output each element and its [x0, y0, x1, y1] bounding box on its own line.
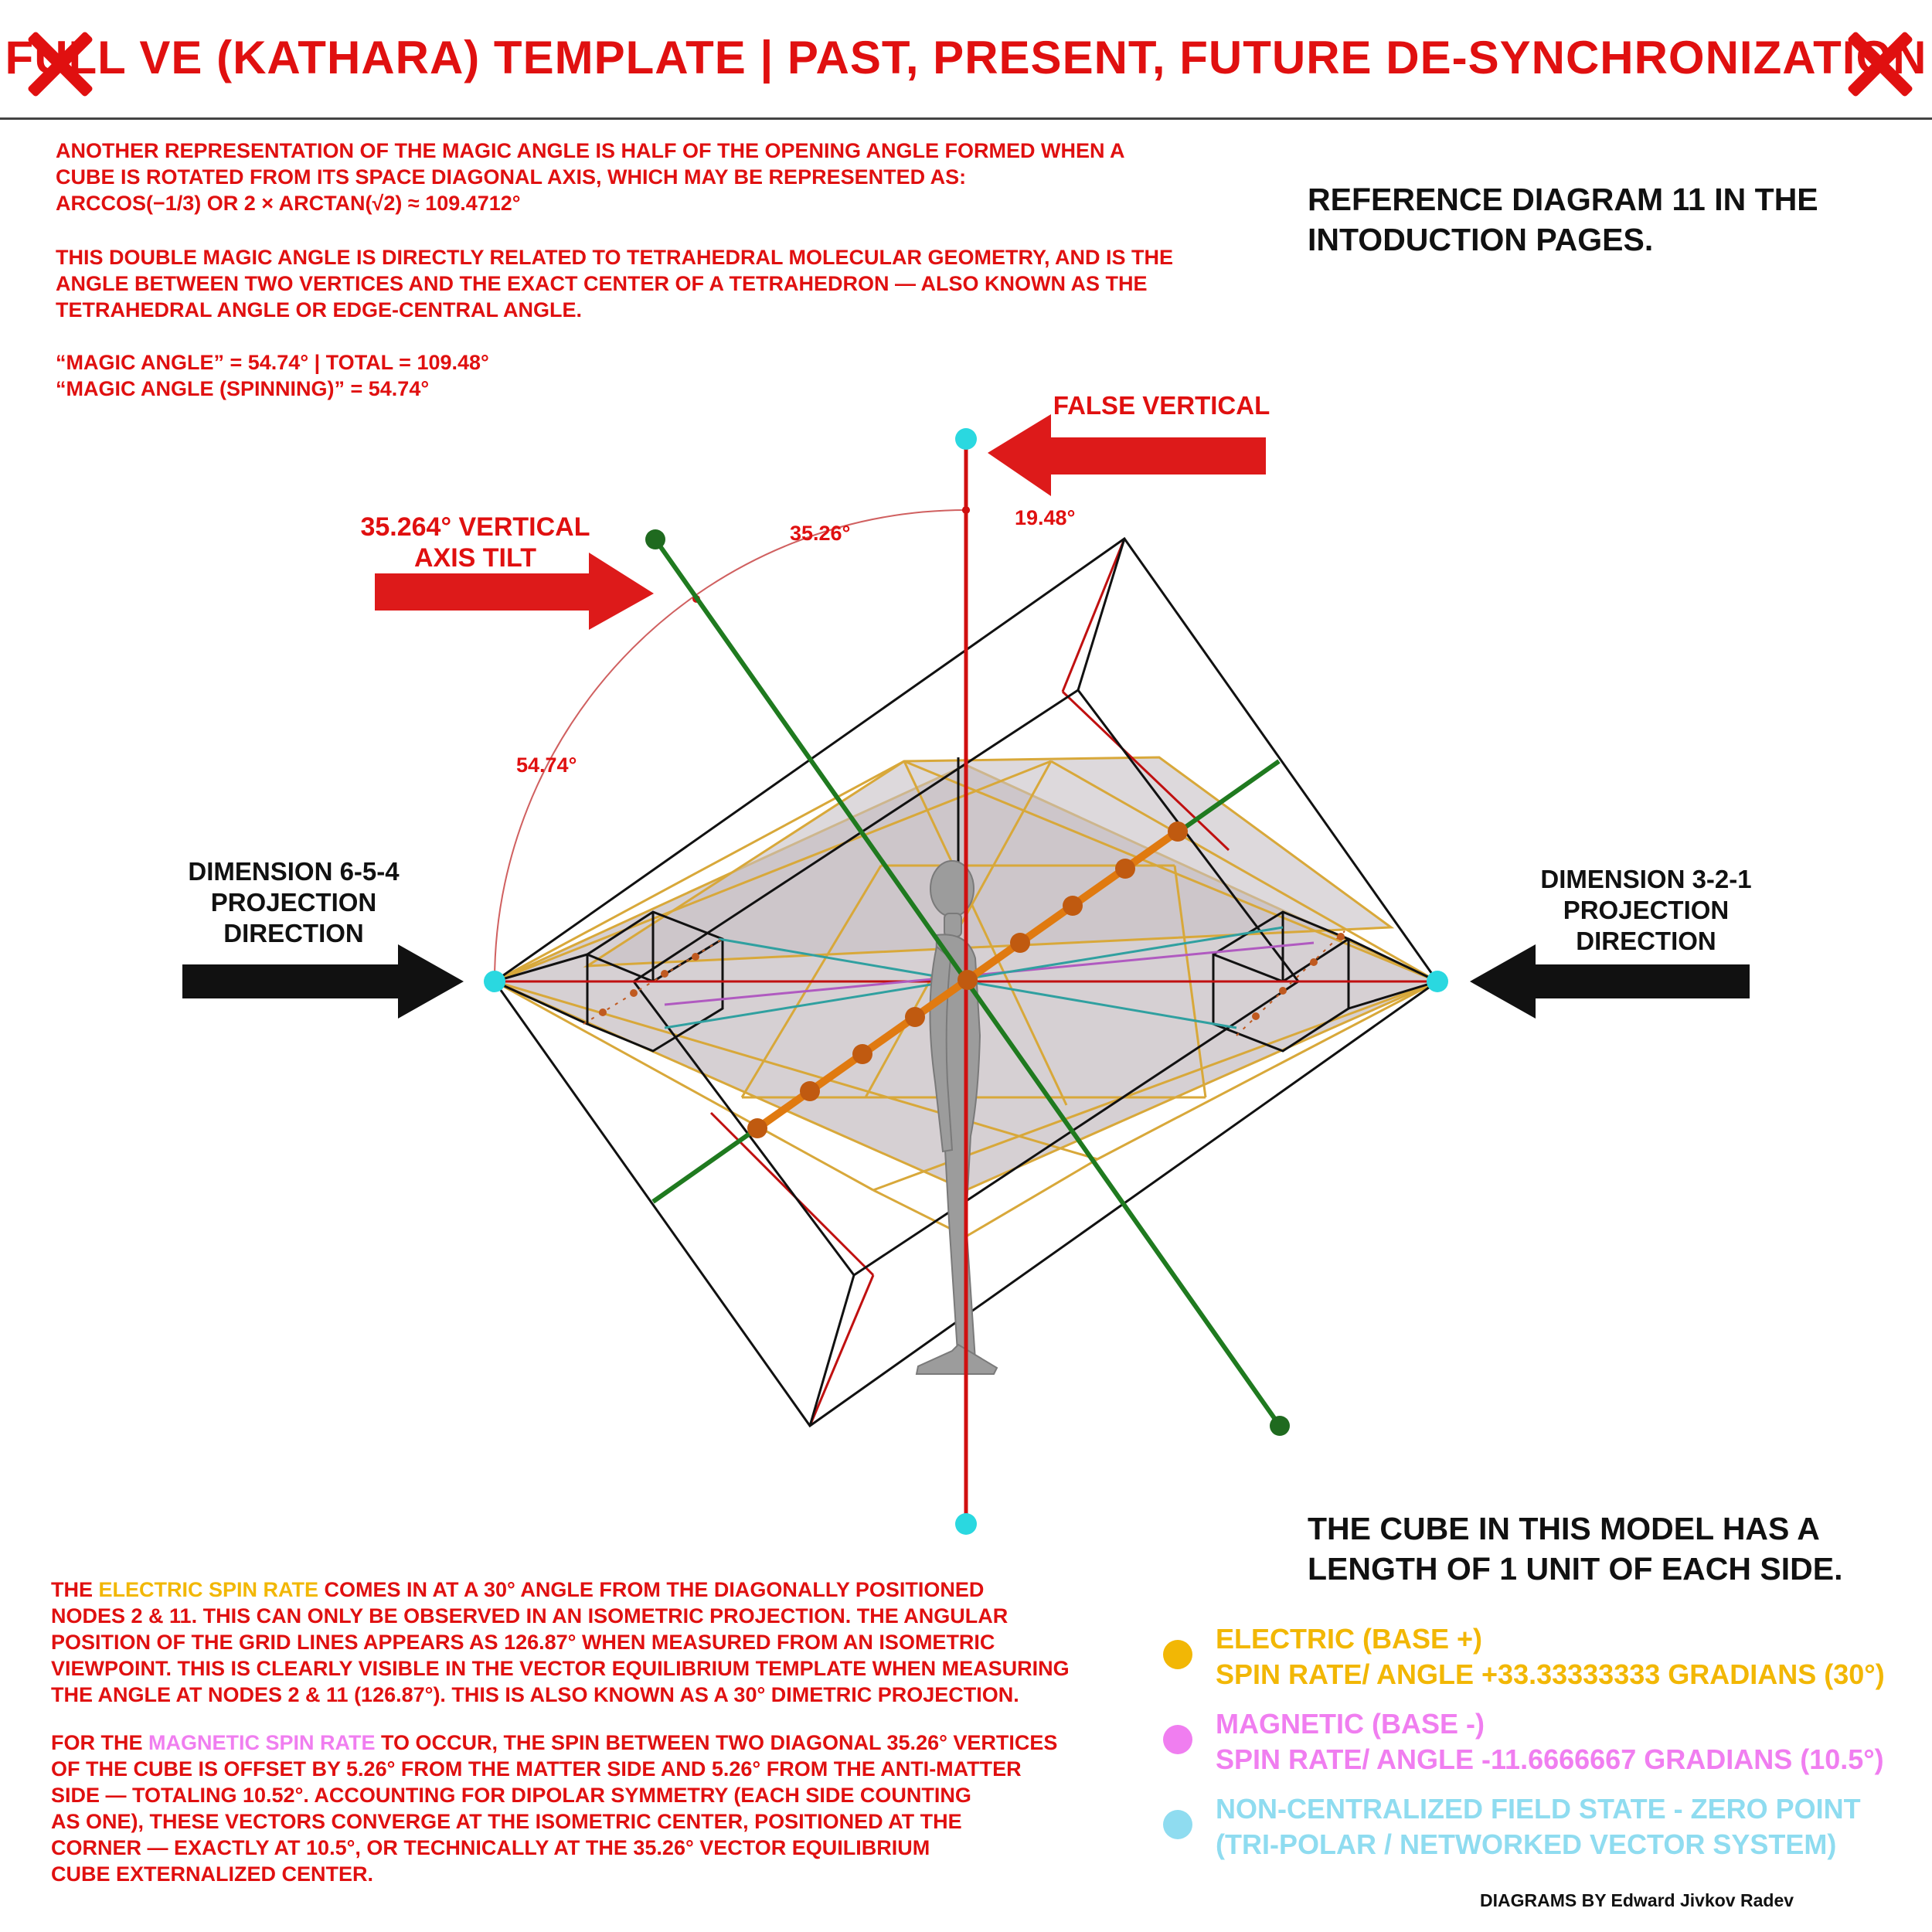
legend-electric-text: ELECTRIC (BASE +) SPIN RATE/ ANGLE +33.3…: [1216, 1623, 1885, 1690]
legend-item-electric: ELECTRIC (BASE +) SPIN RATE/ ANGLE +33.3…: [1163, 1621, 1920, 1706]
zero-point-nodes: [484, 428, 1448, 1535]
tilted-axis-end-bottom: [1270, 1416, 1290, 1436]
dimension-321-label: DIMENSION 3-2-1 PROJECTION DIRECTION: [1540, 865, 1752, 955]
legend-magnetic-text: MAGNETIC (BASE -) SPIN RATE/ ANGLE -11.6…: [1216, 1708, 1884, 1775]
false-vertical-arrow: [988, 414, 1266, 496]
axis-tilt-label: 35.264° VERTICAL AXIS TILT: [360, 512, 590, 573]
reference-note: REFERENCE DIAGRAM 11 IN THE INTODUCTION …: [1308, 182, 1818, 257]
electric-grid: [494, 760, 1438, 1238]
credit-line: DIAGRAMS BY Edward Jivkov Radev: [1480, 1890, 1794, 1910]
legend-item-zero-point: NON-CENTRALIZED FIELD STATE - ZERO POINT…: [1163, 1791, 1920, 1876]
electric-highlight: ELECTRIC SPIN RATE: [98, 1578, 319, 1601]
intro-paragraph-2: THIS DOUBLE MAGIC ANGLE IS DIRECTLY RELA…: [56, 246, 1174, 321]
tilted-axis-end-top: [645, 529, 665, 549]
angle-label-35-26: 35.26°: [790, 522, 851, 545]
angle-label-54-74: 54.74°: [516, 753, 577, 777]
magnetic-dot-icon: [1163, 1725, 1192, 1754]
ve-body-upper: [583, 756, 1395, 968]
magnetic-spin-paragraph: FOR THE MAGNETIC SPIN RATE TO OCCUR, THE…: [51, 1731, 1058, 1886]
page-title: FULL VE (KATHARA) TEMPLATE | PAST, PRESE…: [5, 32, 1927, 83]
cube-length-note: THE CUBE IN THIS MODEL HAS A LENGTH OF 1…: [1308, 1511, 1843, 1587]
axis-tilt-arrow: [375, 553, 654, 630]
electric-spin-paragraph: THE ELECTRIC SPIN RATE COMES IN AT A 30°…: [51, 1578, 1070, 1706]
magnetic-dotted-line: [583, 930, 1345, 1036]
spin-nodes: [747, 821, 1188, 1138]
magnetic-highlight: MAGNETIC SPIN RATE: [148, 1731, 376, 1754]
magnetic-nodes: [599, 933, 1345, 1020]
legend: ELECTRIC (BASE +) SPIN RATE/ ANGLE +33.3…: [1163, 1621, 1920, 1876]
angle-label-19-48: 19.48°: [1015, 506, 1076, 529]
title-divider: [0, 117, 1932, 120]
left-projection-arrow: [182, 944, 464, 1019]
legend-zero-point-text: NON-CENTRALIZED FIELD STATE - ZERO POINT…: [1216, 1793, 1861, 1860]
legend-item-magnetic: MAGNETIC (BASE -) SPIN RATE/ ANGLE -11.6…: [1163, 1706, 1920, 1791]
intro-paragraph-3: “MAGIC ANGLE” = 54.74° | TOTAL = 109.48°…: [56, 351, 489, 400]
vertical-tick: [962, 506, 970, 514]
magic-angle-arc: [494, 509, 967, 982]
intro-paragraph-1: ANOTHER REPRESENTATION OF THE MAGIC ANGL…: [56, 139, 1125, 215]
dimension-654-label: DIMENSION 6-5-4 PROJECTION DIRECTION: [188, 857, 400, 947]
right-projection-arrow: [1470, 944, 1750, 1019]
electric-dot-icon: [1163, 1640, 1192, 1669]
false-vertical-label: FALSE VERTICAL: [1053, 391, 1270, 420]
zero-point-dot-icon: [1163, 1810, 1192, 1839]
